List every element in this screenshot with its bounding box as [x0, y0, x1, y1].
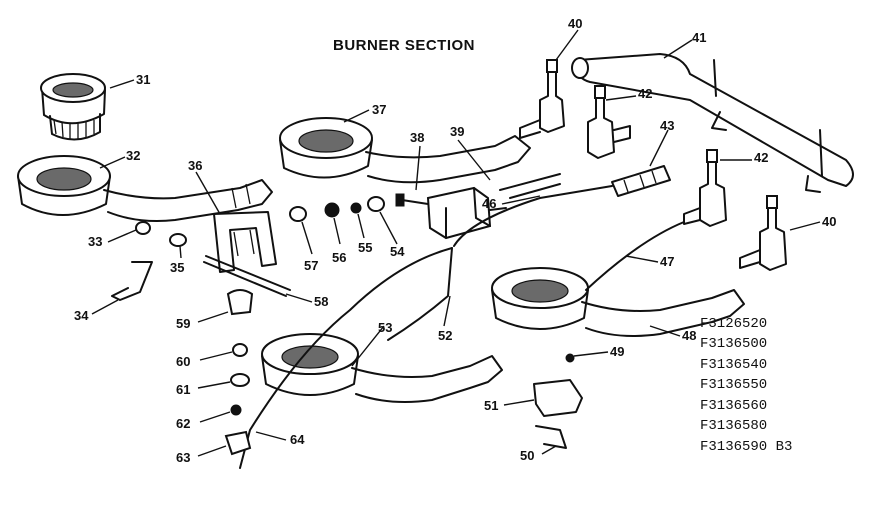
- part-58-tube: [203, 255, 291, 297]
- part-49-screw: [565, 353, 575, 363]
- part-32-burner-head: [17, 155, 273, 222]
- part-50-clip: [535, 425, 567, 449]
- callout-34: 34: [74, 308, 89, 323]
- part-60-screw: [232, 343, 248, 357]
- model-number: F3136540: [700, 357, 767, 373]
- callout-36: 36: [188, 158, 202, 173]
- callout-42-upper: 42: [638, 86, 652, 101]
- callout-50: 50: [520, 448, 534, 463]
- part-43-fitting: [611, 165, 671, 197]
- part-33-orifice: [135, 221, 151, 235]
- model-number: F3136560: [700, 398, 767, 414]
- leader-lines: [91, 29, 821, 457]
- callout-62: 62: [176, 416, 190, 431]
- part-40-valve-lower: [739, 195, 787, 271]
- callout-41: 41: [692, 30, 706, 45]
- part-47-tube: [585, 221, 685, 291]
- part-41-manifold: [571, 53, 854, 193]
- part-53-burner-head: [261, 333, 503, 403]
- model-number: F3136550: [700, 377, 767, 393]
- callout-54: 54: [390, 244, 405, 259]
- model-number-list: F3126520 F3136500 F3136540 F3136550 F313…: [700, 316, 792, 455]
- part-35-spud: [169, 233, 187, 247]
- callout-59: 59: [176, 316, 190, 331]
- part-63-nut: [224, 430, 252, 456]
- part-42-valve-upper: [587, 85, 631, 159]
- part-64-tube: [239, 247, 453, 469]
- callout-42-lower: 42: [754, 150, 768, 165]
- callout-48: 48: [682, 328, 696, 343]
- part-55-washer: [350, 202, 362, 214]
- callout-52: 52: [438, 328, 452, 343]
- part-59-adapter: [226, 289, 254, 316]
- part-37-burner-head: [279, 117, 531, 184]
- part-54-cap: [367, 196, 385, 212]
- part-31-burner-cap: [40, 73, 106, 141]
- model-number: F3136580: [700, 418, 767, 434]
- model-number: F3136500: [700, 336, 767, 352]
- part-callouts: 31 32 33 34 35 36 37 38 39 40 41 42 42 4…: [74, 16, 836, 465]
- callout-35: 35: [170, 260, 184, 275]
- part-34-clip: [111, 261, 153, 301]
- callout-31: 31: [136, 72, 150, 87]
- callout-47: 47: [660, 254, 674, 269]
- callout-57: 57: [304, 258, 318, 273]
- part-51-bracket: [533, 379, 583, 417]
- callout-63: 63: [176, 450, 190, 465]
- part-57-fitting: [289, 206, 307, 222]
- part-62-nut: [230, 404, 242, 416]
- callout-39: 39: [450, 124, 464, 139]
- diagram-title: BURNER SECTION: [333, 37, 475, 54]
- callout-58: 58: [314, 294, 328, 309]
- callout-43: 43: [660, 118, 674, 133]
- callout-33: 33: [88, 234, 102, 249]
- callout-51: 51: [484, 398, 498, 413]
- callout-53: 53: [378, 320, 392, 335]
- part-56-nut: [324, 202, 340, 218]
- callout-40-upper: 40: [568, 16, 582, 31]
- callout-56: 56: [332, 250, 346, 265]
- callout-37: 37: [372, 102, 386, 117]
- part-52-tube: [387, 247, 453, 341]
- callout-60: 60: [176, 354, 190, 369]
- part-46-tube: [453, 173, 613, 247]
- part-42-valve-lower: [683, 149, 727, 227]
- part-61-washer: [230, 373, 250, 387]
- part-48-burner-head: [491, 267, 745, 337]
- callout-64: 64: [290, 432, 305, 447]
- part-40-valve-upper: [519, 59, 565, 139]
- model-number: F3136590 B3: [700, 439, 792, 455]
- callout-38: 38: [410, 130, 424, 145]
- callout-40-lower: 40: [822, 214, 836, 229]
- callout-32: 32: [126, 148, 140, 163]
- model-number: F3126520: [700, 316, 767, 332]
- callout-49: 49: [610, 344, 624, 359]
- callout-46: 46: [482, 196, 496, 211]
- callout-61: 61: [176, 382, 190, 397]
- callout-55: 55: [358, 240, 372, 255]
